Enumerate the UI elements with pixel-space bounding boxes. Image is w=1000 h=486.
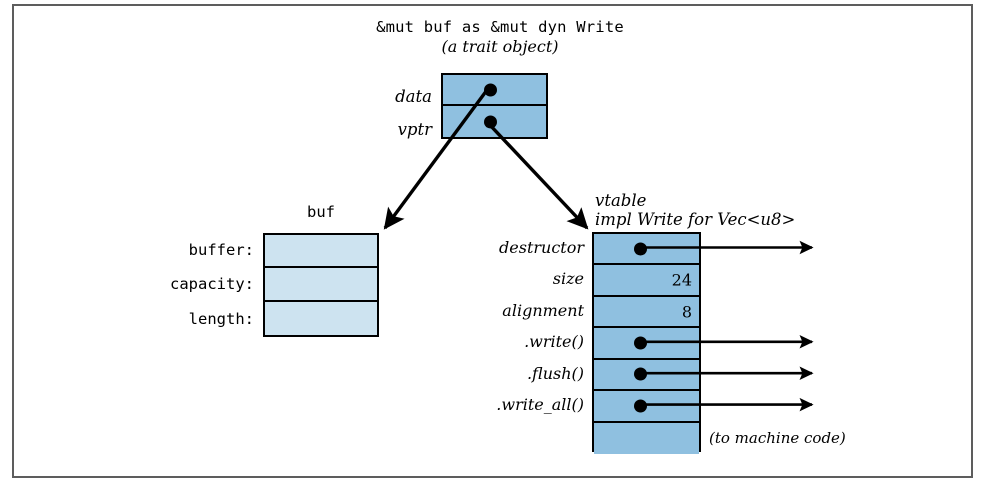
buf-row-buffer bbox=[265, 235, 377, 269]
buf-row-length bbox=[265, 301, 377, 335]
vtable-box: 24 8 bbox=[592, 232, 701, 454]
title-subtitle: (a trait object) bbox=[441, 37, 559, 56]
vtable-label-alignment: alignment bbox=[502, 300, 584, 320]
vtable-value-size: 24 bbox=[671, 270, 692, 290]
trait-object-box bbox=[441, 73, 548, 139]
vtable-value-alignment: 8 bbox=[681, 302, 692, 322]
vtable-label-write-all: .write_all() bbox=[496, 395, 584, 415]
vtable-label-write: .write() bbox=[524, 332, 584, 352]
vtable-row-write-all bbox=[594, 391, 699, 423]
vtable-caption-line2: impl Write for Vec<u8> bbox=[595, 210, 796, 229]
vtable-row-alignment: 8 bbox=[594, 296, 699, 329]
data-pointer-dot bbox=[484, 83, 497, 96]
vtable-label-size: size bbox=[552, 269, 584, 289]
buf-label-capacity: capacity: bbox=[170, 275, 254, 293]
buf-label-length: length: bbox=[188, 310, 254, 328]
vtable-label-destructor: destructor bbox=[499, 238, 584, 257]
buf-label-buffer: buffer: bbox=[188, 241, 254, 259]
machine-code-note: (to machine code) bbox=[709, 429, 846, 447]
vtable-row-destructor bbox=[594, 234, 699, 266]
traitobj-label-vptr: vptr bbox=[397, 120, 432, 139]
diagram-title: &mut buf as &mut dyn Write (a trait obje… bbox=[0, 18, 1000, 57]
vtable-label-flush: .flush() bbox=[526, 363, 584, 383]
vtable-row-write bbox=[594, 328, 699, 360]
buf-caption: buf bbox=[307, 203, 335, 221]
trait-object-row-data bbox=[443, 75, 546, 106]
figure-border bbox=[12, 4, 973, 478]
destructor-pointer-dot bbox=[634, 242, 647, 256]
buf-row-capacity bbox=[265, 268, 377, 302]
write-all-pointer-dot bbox=[634, 399, 647, 413]
traitobj-label-data: data bbox=[395, 87, 432, 106]
vptr-pointer-dot bbox=[484, 115, 497, 128]
vtable-row-flush bbox=[594, 359, 699, 392]
vtable-row-empty bbox=[594, 422, 699, 454]
vtable-caption-line1: vtable bbox=[595, 191, 647, 210]
write-pointer-dot bbox=[634, 336, 647, 350]
title-code: &mut buf as &mut dyn Write bbox=[376, 18, 624, 36]
vtable-row-size: 24 bbox=[594, 265, 699, 297]
buf-box bbox=[263, 233, 379, 337]
flush-pointer-dot bbox=[634, 367, 647, 381]
trait-object-row-vptr bbox=[443, 106, 546, 137]
